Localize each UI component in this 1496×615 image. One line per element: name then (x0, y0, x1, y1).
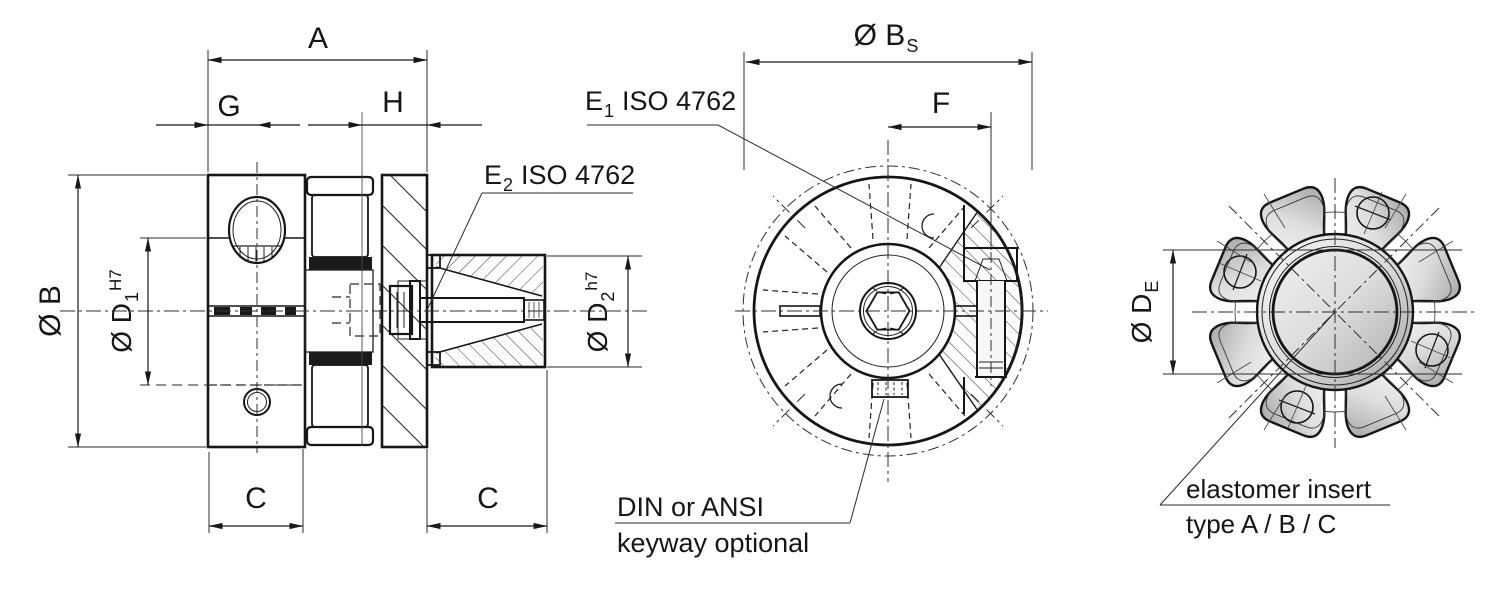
note-keyway-line2: keyway optional (617, 528, 809, 558)
dim-label-b: Ø B (34, 285, 67, 337)
leader-lines (427, 124, 1390, 524)
dimension-lines (74, 56, 1177, 530)
dim-label-de: Ø DE (1126, 281, 1162, 344)
labels: A G H C C F Ø BS Ø B Ø D1H7 Ø D2h7 Ø DE … (34, 19, 1372, 558)
elastomer-section-top (309, 257, 372, 270)
dim-label-h: H (382, 86, 404, 119)
dim-label-c-left: C (245, 482, 267, 515)
front-view (735, 140, 1048, 482)
dim-label-f: F (932, 87, 950, 120)
jaw-flange-left (304, 175, 381, 447)
extension-lines (60, 50, 1462, 533)
front-view-centerlines (735, 140, 1048, 482)
screw-marks (1218, 191, 1454, 429)
leader-keyway (849, 398, 885, 524)
leader-e1 (717, 124, 991, 271)
keyway (871, 379, 909, 398)
clamp-screw-e2 (388, 280, 545, 340)
note-elastomer-line2: type A / B / C (1186, 509, 1336, 539)
dim-label-d1: Ø D1H7 (106, 269, 142, 353)
dim-label-d2: Ø D2h7 (582, 272, 618, 353)
dim-label-a: A (308, 22, 328, 55)
side-section-view (206, 173, 547, 449)
leader-elastomer (1159, 311, 1336, 506)
note-keyway-line1: DIN or ANSI (617, 492, 764, 522)
elastomer-section-bottom (309, 352, 372, 365)
leader-e2 (427, 192, 483, 309)
dim-label-c-right: C (477, 482, 499, 515)
dim-label-bs: Ø BS (854, 19, 919, 56)
note-elastomer-line1: elastomer insert (1186, 474, 1372, 504)
elastomer-insert-view (1192, 178, 1478, 448)
dim-label-g: G (217, 90, 240, 123)
cone-sleeve (430, 253, 547, 369)
hidden-jaw-lines (762, 183, 966, 439)
